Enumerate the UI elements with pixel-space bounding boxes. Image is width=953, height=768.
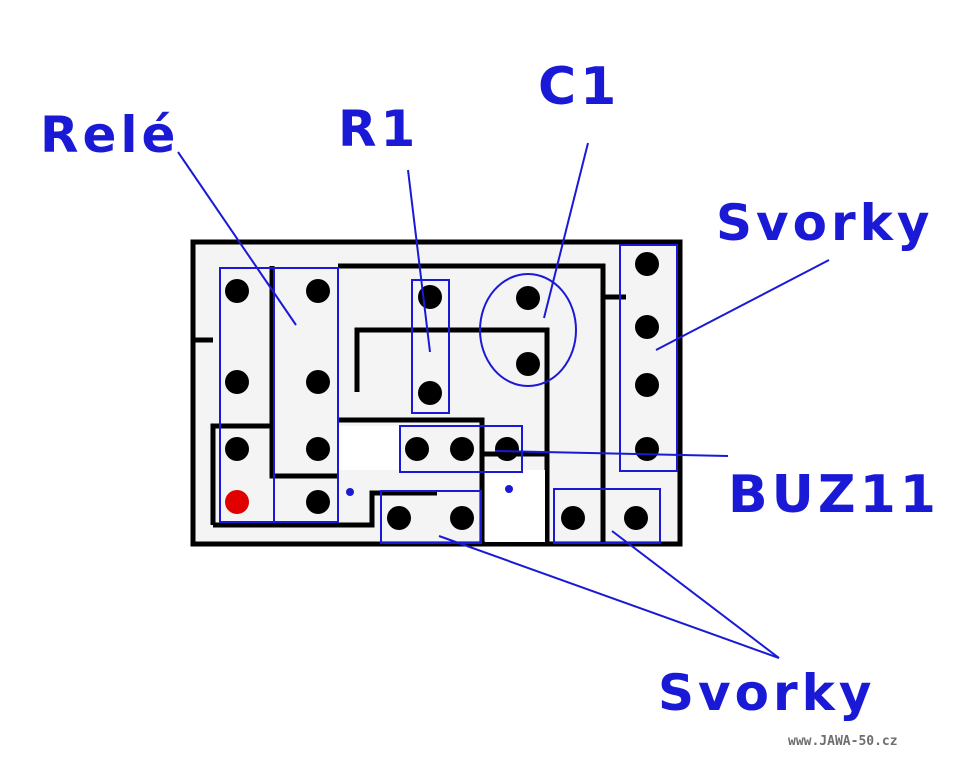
leader-svorky-bottom-a xyxy=(438,535,780,659)
pad xyxy=(635,252,659,276)
pad xyxy=(516,352,540,376)
pads xyxy=(225,252,659,530)
marker-dot xyxy=(505,485,513,493)
label-svorky-top: Svorky xyxy=(716,194,933,252)
pad xyxy=(225,437,249,461)
c1-outline xyxy=(479,273,577,387)
pad xyxy=(635,437,659,461)
leader-svorky-top xyxy=(655,259,830,351)
marked-pad-red xyxy=(225,490,249,514)
pad xyxy=(561,506,585,530)
label-c1: C1 xyxy=(538,57,620,117)
pad xyxy=(306,370,330,394)
pad xyxy=(418,381,442,405)
pad xyxy=(495,437,519,461)
label-buz11: BUZ11 xyxy=(728,465,940,525)
pad xyxy=(225,370,249,394)
rele-outline-right xyxy=(273,267,339,523)
pcb-clearances xyxy=(338,426,545,542)
pad xyxy=(450,506,474,530)
site-credit: www.JAWA-50.cz xyxy=(788,734,898,749)
svorky-bottom-left-outline xyxy=(380,490,482,544)
label-rele: Relé xyxy=(40,106,179,164)
pad xyxy=(306,490,330,514)
pad xyxy=(306,437,330,461)
pad xyxy=(387,506,411,530)
leader-c1 xyxy=(543,142,589,319)
pad xyxy=(635,315,659,339)
leader-buz11 xyxy=(494,450,729,457)
pad xyxy=(624,506,648,530)
marker-dot xyxy=(346,488,354,496)
label-svorky-bottom: Svorky xyxy=(658,664,875,722)
svorky-top-outline xyxy=(619,244,678,472)
svorky-bottom-right-outline xyxy=(553,488,661,544)
pad xyxy=(405,437,429,461)
label-r1: R1 xyxy=(338,100,419,158)
component-outlines xyxy=(219,244,678,544)
buz11-outline xyxy=(399,425,523,473)
pad xyxy=(450,437,474,461)
pad xyxy=(225,279,249,303)
leader-rele xyxy=(177,151,297,326)
r1-outline xyxy=(411,279,450,414)
leader-r1 xyxy=(407,169,431,353)
leader-lines xyxy=(177,142,830,659)
leader-svorky-bottom-b xyxy=(611,530,780,659)
pad xyxy=(306,279,330,303)
pad xyxy=(516,286,540,310)
pad xyxy=(635,373,659,397)
